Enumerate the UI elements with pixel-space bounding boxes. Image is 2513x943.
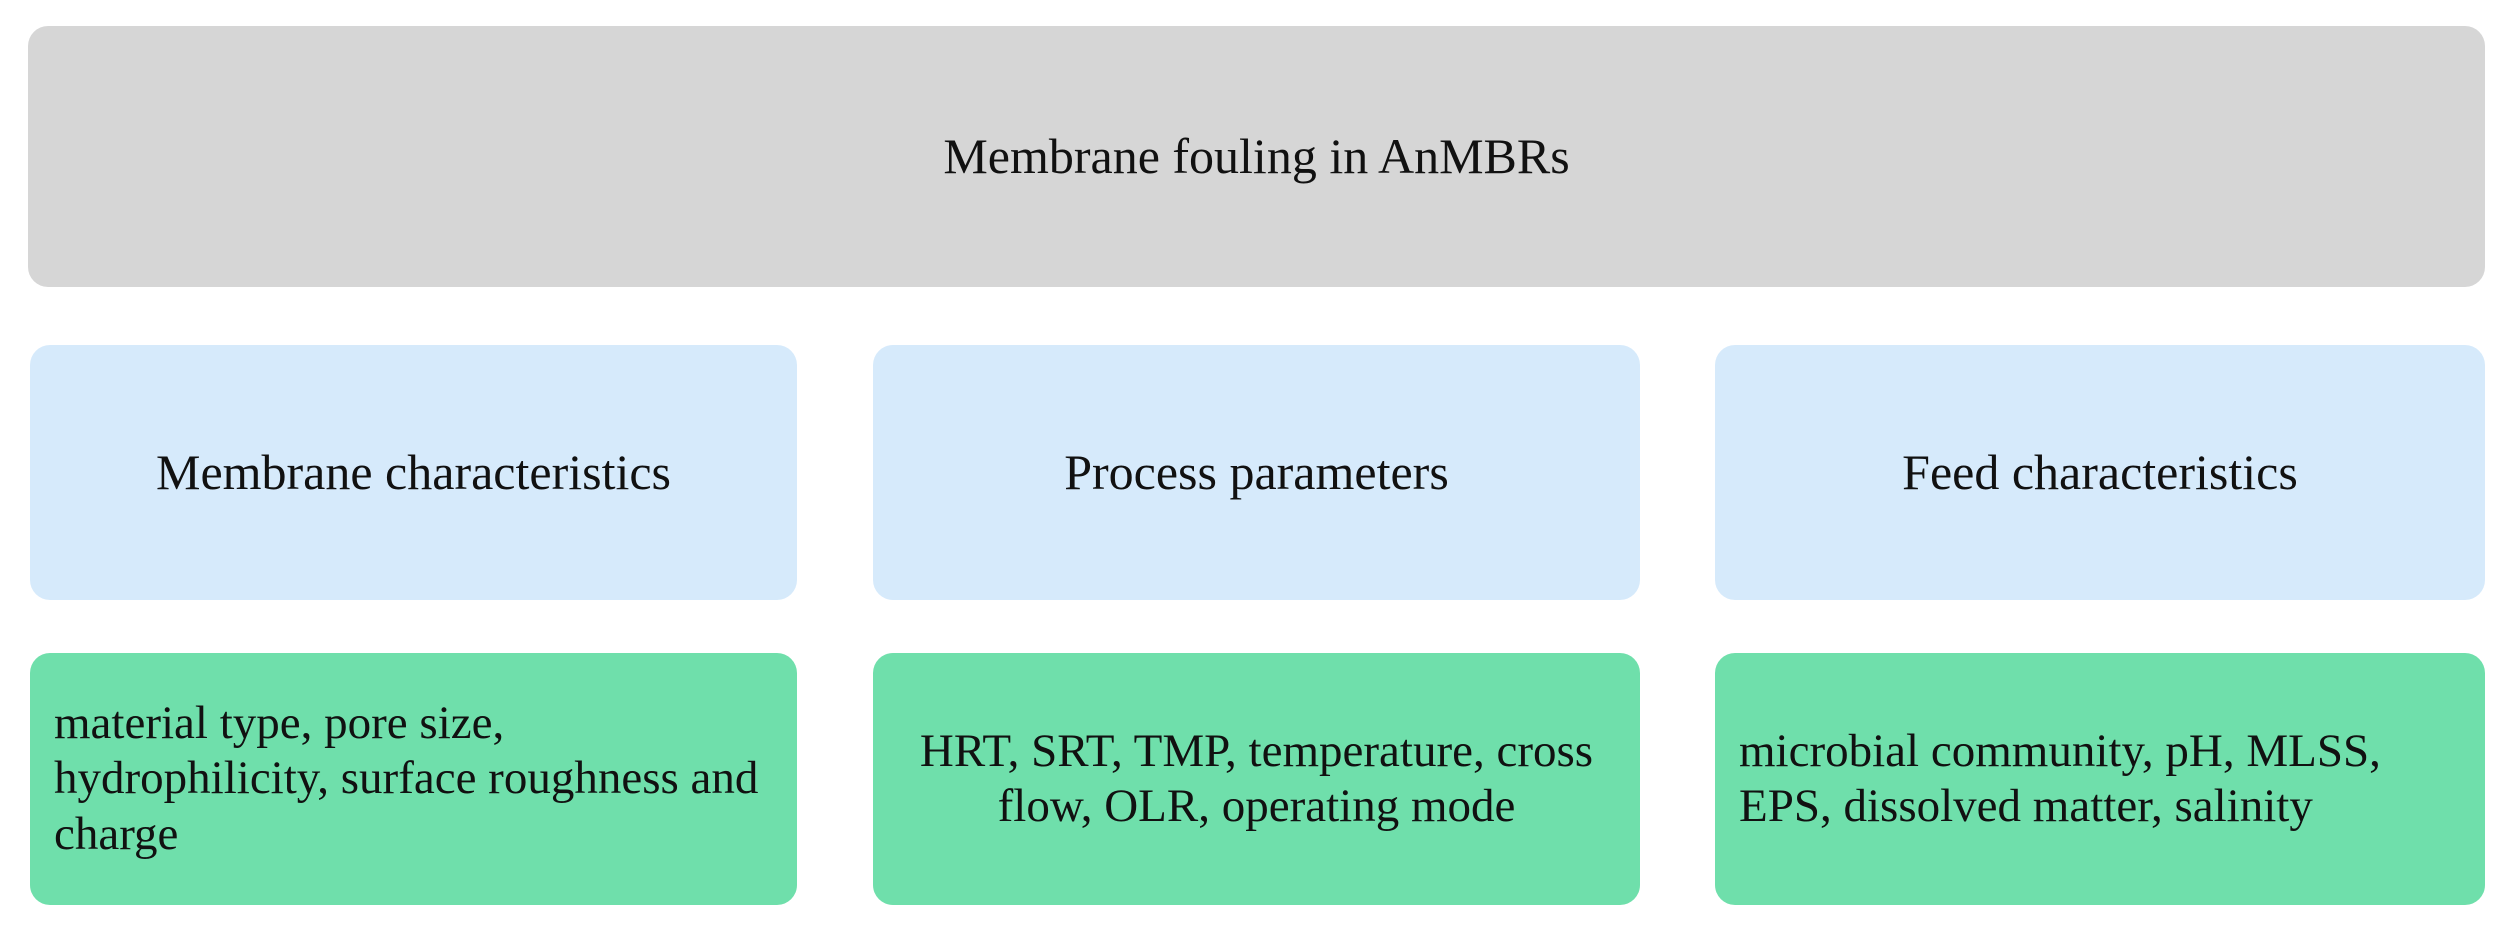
detail-node-label: material type, pore size, hydrophilicity… <box>54 696 759 860</box>
category-node-feed-characteristics: Feed characteristics <box>1715 345 2485 600</box>
category-node-process-parameters: Process parameters <box>873 345 1640 600</box>
detail-node-membrane-characteristics: material type, pore size, hydrophilicity… <box>30 653 797 905</box>
detail-node-feed-characteristics: microbial community, pH, MLSS, EPS, diss… <box>1715 653 2485 905</box>
detail-node-process-parameters: HRT, SRT, TMP, temperature, cross flow, … <box>873 653 1640 905</box>
detail-node-label: microbial community, pH, MLSS, EPS, diss… <box>1739 724 2381 832</box>
root-node-label: Membrane fouling in AnMBRs <box>943 128 1570 184</box>
category-node-label: Feed characteristics <box>1902 444 2298 500</box>
category-node-membrane-characteristics: Membrane characteristics <box>30 345 797 600</box>
category-node-label: Membrane characteristics <box>155 444 671 500</box>
detail-node-label: HRT, SRT, TMP, temperature, cross flow, … <box>919 724 1594 832</box>
category-node-label: Process parameters <box>1064 444 1449 500</box>
root-node-membrane-fouling: Membrane fouling in AnMBRs <box>28 26 2485 287</box>
